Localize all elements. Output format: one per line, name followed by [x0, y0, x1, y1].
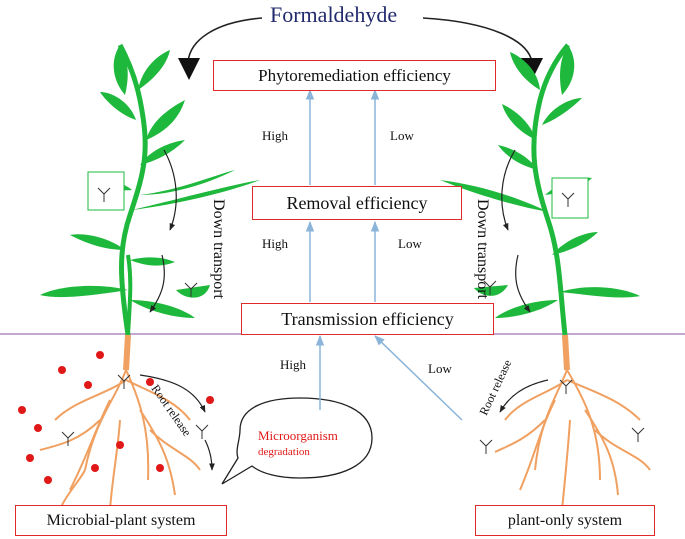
high-label-top: High	[262, 128, 288, 143]
down-transport-label-right: Down transport	[473, 199, 491, 299]
formaldehyde-molecules	[61, 187, 645, 454]
root-release-arrow-left	[139, 374, 206, 413]
low-label-mid: Low	[398, 236, 422, 251]
high-label-mid: High	[262, 236, 288, 251]
root-release-arrow-right	[499, 379, 549, 413]
transmission-efficiency-box: Transmission efficiency	[241, 303, 494, 335]
plant-only-system-box: plant-only system	[475, 505, 655, 536]
left-plant	[40, 43, 260, 336]
high-label-bottom: High	[280, 357, 306, 372]
left-roots	[39, 334, 201, 511]
low-label-bottom: Low	[428, 361, 452, 376]
bubble-text-line2: degradation	[258, 446, 310, 458]
microbes	[18, 351, 214, 484]
formaldehyde-title: Formaldehyde	[270, 2, 398, 27]
blue-arrows	[305, 88, 463, 421]
removal-efficiency-box: Removal efficiency	[252, 186, 462, 220]
right-plant	[440, 43, 640, 336]
low-label-top: Low	[390, 128, 414, 143]
degradation-arrow	[204, 439, 215, 471]
degradation-bubble	[221, 397, 373, 485]
phytoremediation-efficiency-box: Phytoremediation efficiency	[213, 60, 496, 91]
down-transport-label-left: Down transport	[209, 199, 227, 299]
bubble-text-line1: Microorganism	[258, 428, 338, 443]
microbial-plant-system-box: Microbial-plant system	[15, 505, 227, 536]
right-roots	[494, 334, 651, 511]
